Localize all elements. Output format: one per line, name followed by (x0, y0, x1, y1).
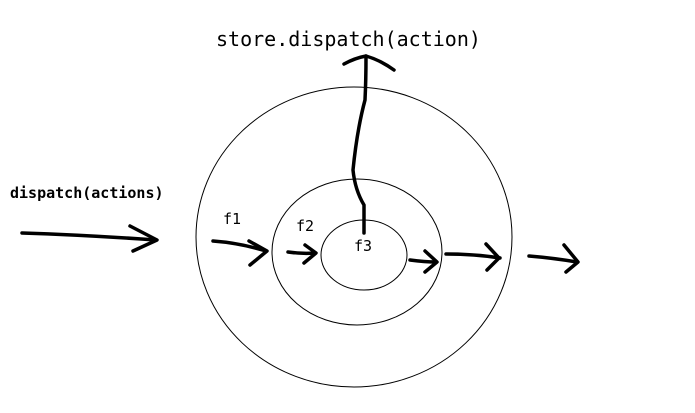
arrow-out-of-f2 (444, 242, 502, 272)
dispatch-actions-label: dispatch(actions) (10, 184, 164, 202)
up-arrow-to-store-dispatch (342, 54, 396, 235)
f2-label: f2 (296, 217, 314, 235)
arrow-out-of-f3 (408, 249, 439, 274)
arrow-into-f2 (286, 243, 318, 265)
outer-ring-f1 (195, 86, 513, 388)
store-dispatch-label: store.dispatch(action) (216, 27, 481, 51)
arrow-into-f1 (211, 239, 269, 267)
f3-label: f3 (354, 237, 372, 255)
incoming-arrow (20, 224, 159, 253)
outgoing-arrow (527, 243, 580, 274)
f1-label: f1 (223, 210, 241, 228)
middle-ring-f2 (271, 178, 443, 326)
